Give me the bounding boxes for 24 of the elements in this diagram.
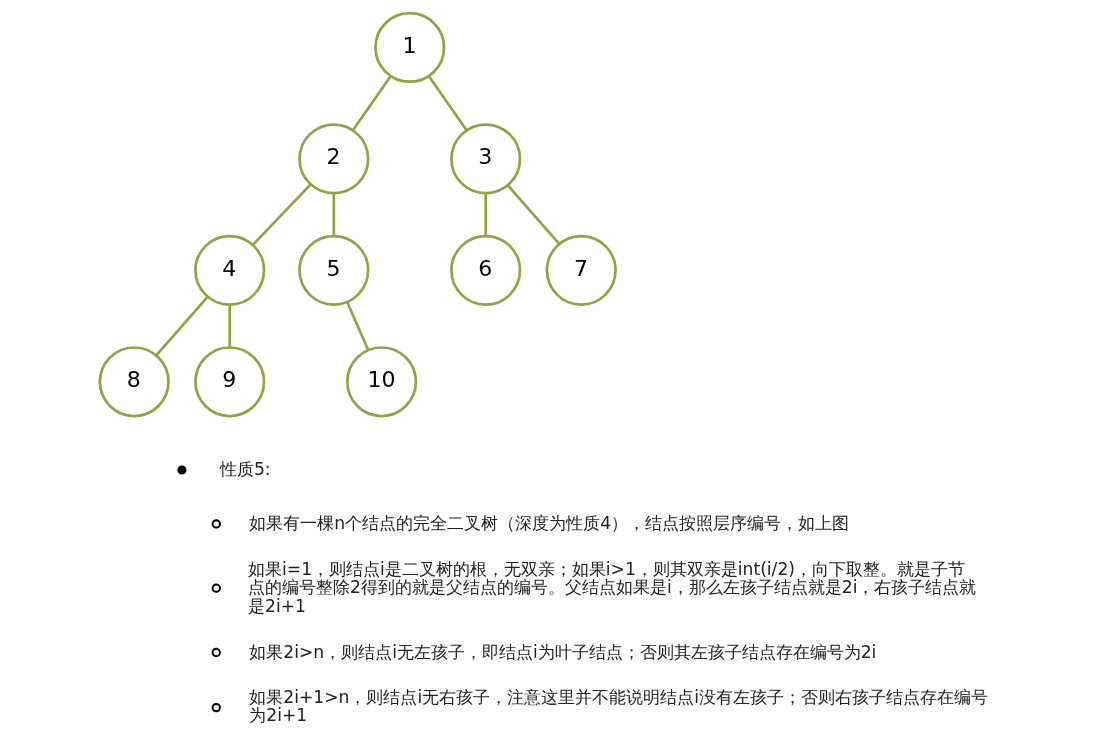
connector <box>483 193 487 236</box>
node-circle: 7 <box>545 234 617 306</box>
label: 如果i=1，则结点i是二叉树的根，无双亲；如果i>1，则其双亲是int(i/2)，向下取整。就是子节点的编号整除2得到的就是父结点的编号。父结点如果是i，那么左孩子结点就是2i，右孩子结点就是2i+1 <box>247 558 976 616</box>
label: 如果2i+1>n，则结点i无右孩子，注意这里并不能说明结点i没有左孩子；否则右孩子结点存在编号为2i+1 <box>248 686 988 726</box>
node-circle: 9 <box>193 346 265 418</box>
connector <box>427 75 468 131</box>
connector <box>351 75 392 131</box>
connector <box>332 193 335 236</box>
node-circle: 1 <box>373 11 445 84</box>
connector <box>506 184 560 245</box>
connector <box>227 304 231 348</box>
connector <box>154 295 209 357</box>
connector <box>251 183 312 246</box>
node-circle: 2 <box>297 123 369 195</box>
node-circle: 4 <box>193 234 265 306</box>
label: 性质5: <box>219 459 271 480</box>
node-circle: 5 <box>297 234 369 306</box>
label: 如果有一棵n个结点的完全二叉树（深度为性质4），结点按照层序编号，如上图 <box>248 513 849 534</box>
connector <box>345 302 369 351</box>
label: 如果2i>n，则结点i无左孩子，即结点i为叶子结点；否则其左孩子结点存在编号为2i <box>248 641 876 662</box>
node-circle: 3 <box>449 123 521 195</box>
node-circle: 8 <box>98 346 170 418</box>
node-circle: 10 <box>345 346 417 418</box>
node-circle: 6 <box>449 234 521 306</box>
